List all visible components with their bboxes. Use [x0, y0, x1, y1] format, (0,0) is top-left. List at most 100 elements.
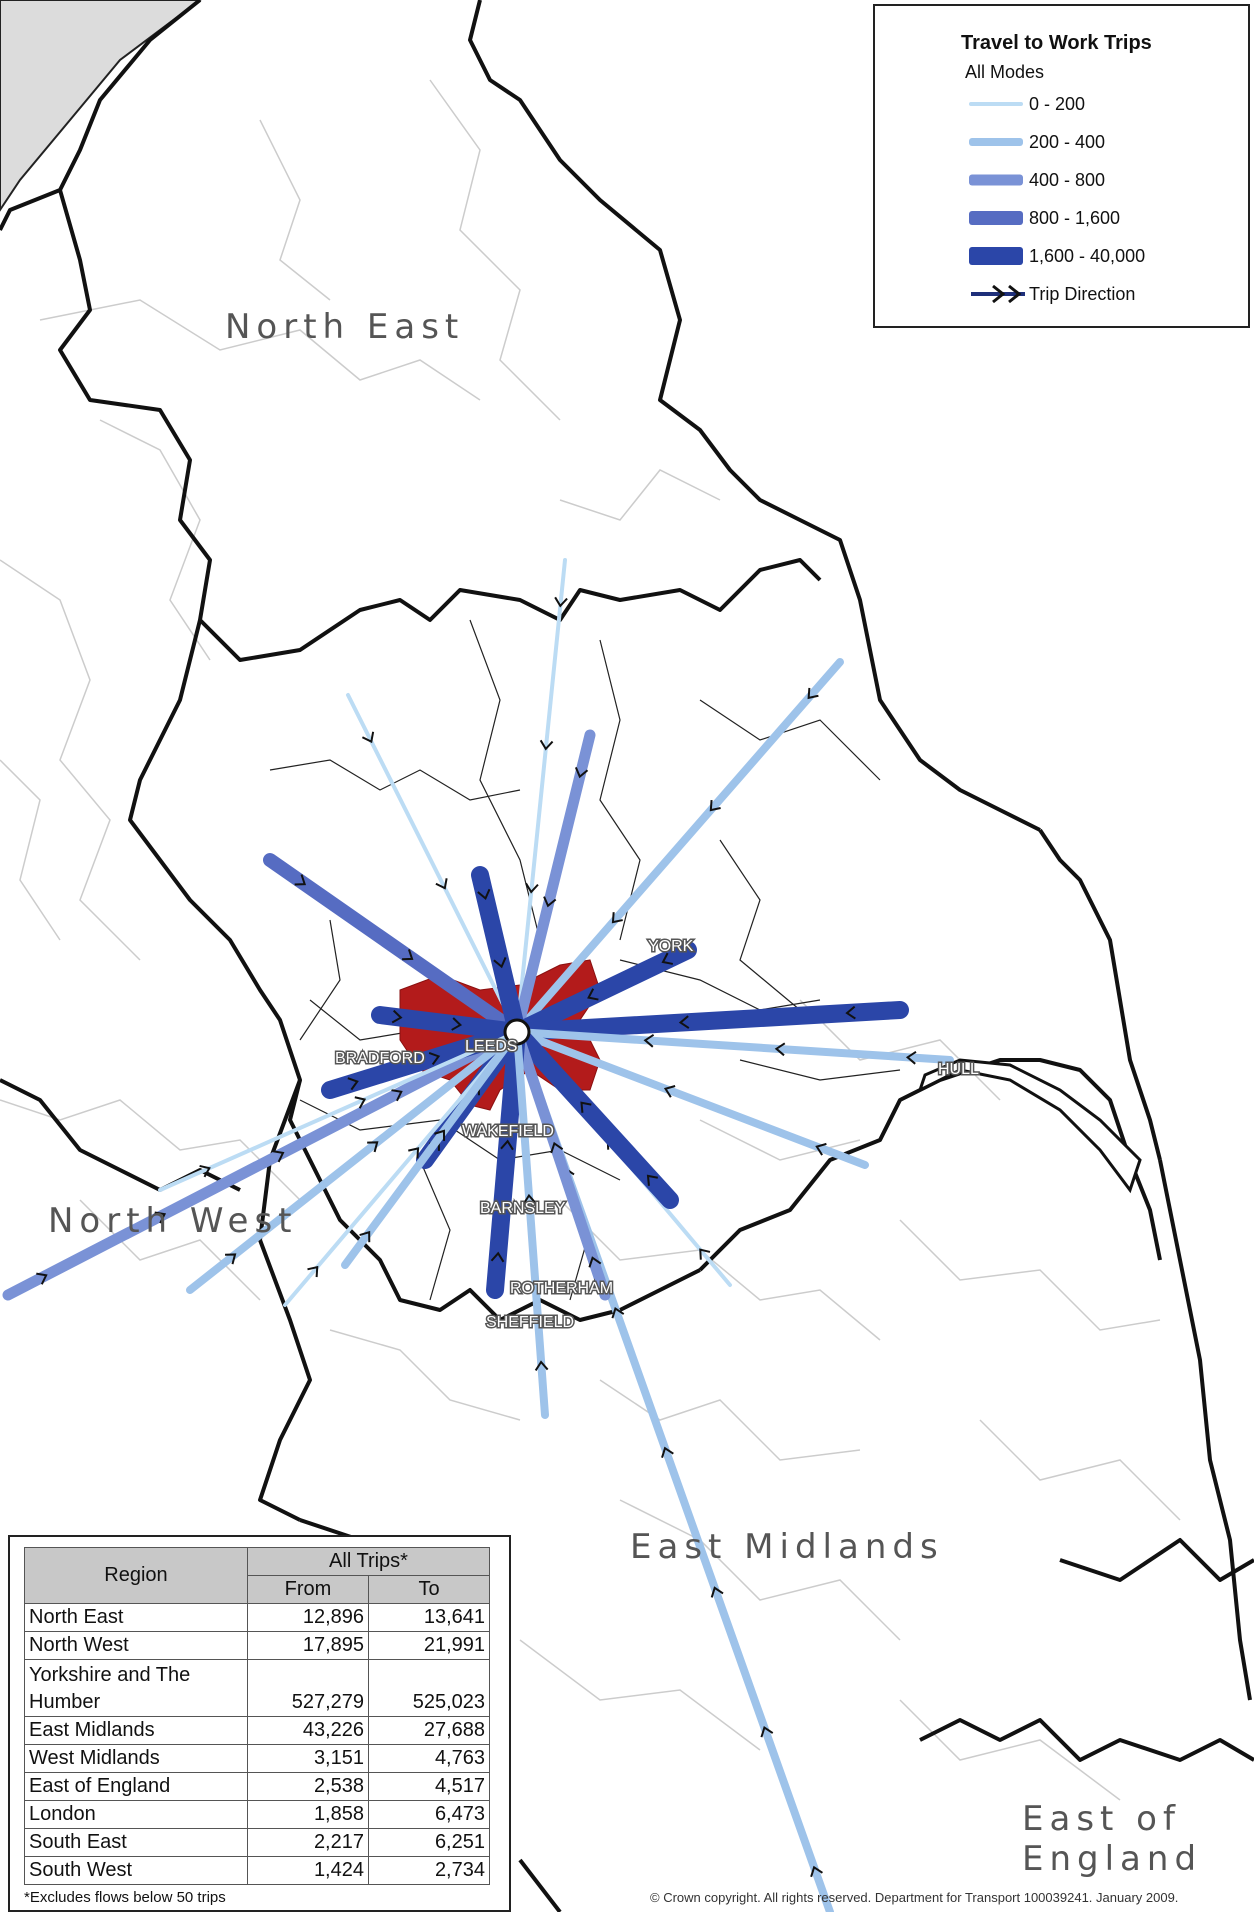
legend-swatch-2 [969, 174, 1023, 186]
flow-line-north-west-long [2, 1026, 523, 1301]
flow-arrow-north-west-long [36, 1272, 48, 1285]
flow-arrow-north-3 [574, 767, 589, 779]
double-arrow-icon [971, 284, 1025, 304]
flow-line-south-east-2 [508, 1023, 679, 1209]
city-label-wakefield: WAKEFIELD [462, 1123, 554, 1140]
from-cell: 1,424 [247, 1856, 369, 1885]
city-label-barnsley: BARNSLEY [480, 1200, 566, 1217]
flow-arrow-rotherham [550, 1141, 564, 1154]
from-cell: 527,279 [247, 1659, 369, 1717]
legend-label-0: 0 - 200 [1029, 94, 1086, 114]
flow-arrow-east-1 [845, 1005, 856, 1020]
region-cell: South West [24, 1856, 248, 1885]
flow-arrow-north-east-1 [807, 687, 819, 700]
header-all-trips: All Trips* [247, 1547, 490, 1576]
flow-arrow-york [661, 952, 673, 965]
flow-line-sheffield [486, 1023, 526, 1299]
flow-line-west-4 [186, 1028, 521, 1294]
region-cell: North East [24, 1603, 248, 1632]
flow-line-north-2 [346, 693, 519, 1034]
flow-line-west-1 [371, 1006, 526, 1041]
flow-arrow-north-west-long [391, 1089, 403, 1102]
copyright-text: © Crown copyright. All rights reserved. … [650, 1890, 1179, 1905]
from-cell: 43,226 [247, 1716, 369, 1745]
flow-arrow-west-1 [451, 1017, 463, 1031]
legend-item-0: 0 - 200 [969, 92, 1239, 116]
flow-arrow-north-east-1 [709, 800, 721, 812]
yorkshire-districts [269, 619, 901, 1301]
flow-arrow-south [522, 1193, 537, 1205]
humber-estuary [917, 1058, 1142, 1194]
flow-arrow-west-5 [307, 1265, 319, 1278]
flow-arrow-north-east-1 [611, 912, 623, 924]
legend-swatch-3 [969, 211, 1023, 225]
legend-label-3: 800 - 1,600 [1029, 208, 1121, 228]
flow-arrow-east-1 [678, 1015, 690, 1029]
to-cell: 13,641 [368, 1603, 490, 1632]
to-cell: 4,517 [368, 1772, 490, 1801]
legend-label-4: 1,600 - 40,000 [1029, 246, 1146, 266]
flow-arrow-north-4 [493, 957, 507, 969]
flow-arrow-west-5 [408, 1147, 420, 1159]
flow-line-north-east-1 [513, 658, 844, 1036]
flow-line-south [513, 1028, 549, 1419]
flow-line-bradford [321, 1023, 526, 1099]
flow-arrow-sheffield [490, 1251, 505, 1263]
flow-arrow-west-4 [225, 1253, 237, 1265]
city-label-york: YORK [648, 938, 694, 955]
flow-arrow-west-6 [359, 1230, 371, 1243]
header-region: Region [24, 1547, 248, 1604]
flow-arrow-north-1 [539, 739, 554, 751]
legend-label-1: 200 - 400 [1029, 132, 1106, 152]
flow-line-west-5 [283, 1030, 519, 1307]
to-cell: 525,023 [368, 1659, 490, 1717]
flow-arrow-hull [643, 1033, 655, 1048]
legend-item-1: 200 - 400 [969, 130, 1239, 154]
flow-arrow-east-2 [815, 1142, 827, 1156]
from-cell: 12,896 [247, 1603, 369, 1632]
from-cell: 2,538 [247, 1772, 369, 1801]
to-cell: 27,688 [368, 1716, 490, 1745]
from-cell: 1,858 [247, 1800, 369, 1829]
city-label-bradford: BRADFORD [335, 1050, 425, 1067]
flow-arrow-east-midlands-long [760, 1726, 774, 1738]
city-label-rotherham: ROTHERHAM [510, 1280, 613, 1297]
flow-arrow-east-midlands-long [810, 1865, 823, 1878]
flow-arrow-west-3 [354, 1096, 367, 1109]
flow-arrow-hull [774, 1042, 786, 1057]
flow-arrow-north-3 [543, 896, 557, 908]
region-label-north-west: North West [48, 1201, 298, 1241]
table-header-row: Region All Trips* [24, 1547, 490, 1604]
legend-item-direction: Trip Direction [969, 282, 1239, 306]
from-cell: 17,895 [247, 1631, 369, 1660]
city-label-hull: HULL [938, 1061, 979, 1078]
flow-arrow-east-midlands-long [661, 1446, 674, 1459]
flow-arrow-west-6 [434, 1129, 446, 1141]
flow-arrow-north-west-long [272, 1150, 285, 1163]
flow-arrow-south [534, 1360, 549, 1371]
flow-arrow-west-4 [367, 1141, 379, 1153]
flow-arrow-north-1 [554, 596, 568, 608]
leeds-origin-marker [503, 1018, 531, 1046]
flow-line-rotherham [511, 1026, 611, 1301]
district-boundaries [0, 79, 1181, 1801]
flow-arrow-east-midlands-long [611, 1307, 625, 1319]
flow-line-north-west-1 [263, 853, 524, 1039]
flow-arrow-north-4 [477, 888, 491, 901]
region-cell: South East [24, 1828, 248, 1857]
legend-subtitle: All Modes [965, 62, 1045, 82]
city-label-sheffield: SHEFFIELD [486, 1314, 574, 1331]
region-cell: West Midlands [24, 1744, 248, 1773]
map-legend: Travel to Work Trips All Modes 0 - 200 2… [873, 4, 1250, 328]
legend-swatch-0 [969, 102, 1023, 106]
